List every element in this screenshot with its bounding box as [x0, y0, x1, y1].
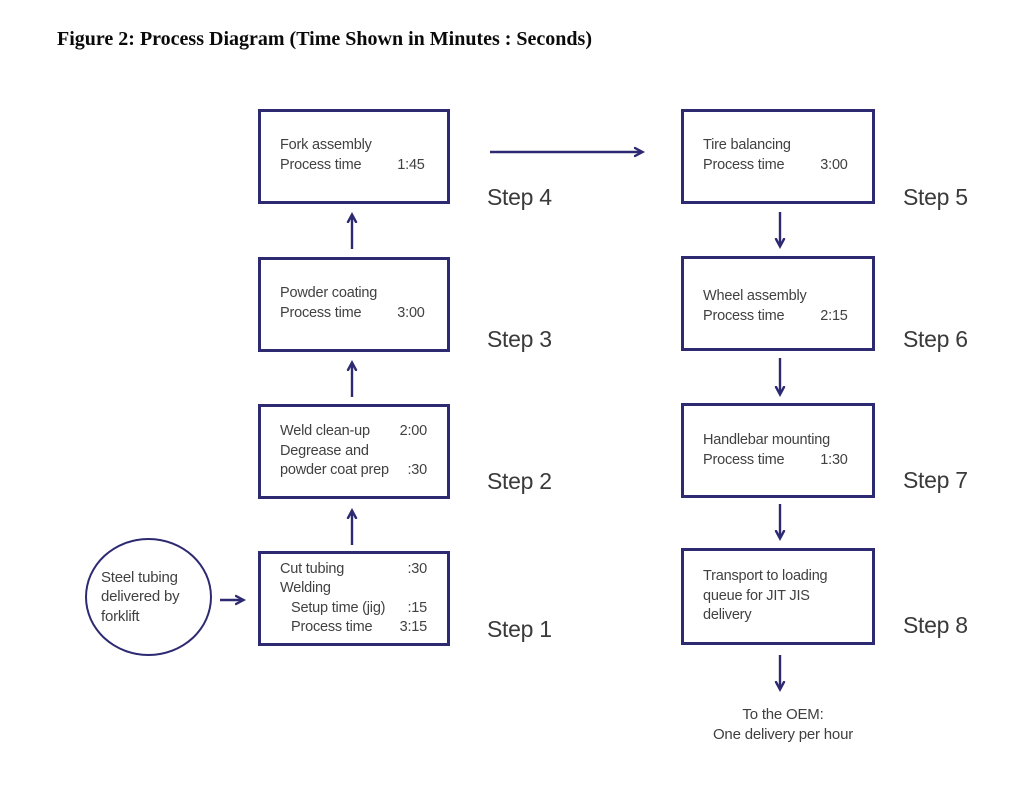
time-value: :30 [407, 462, 427, 479]
step-label-6: Step 6 [903, 326, 968, 352]
terminal-line: One delivery per hour [712, 726, 854, 743]
process-line: Tire balancing [703, 137, 791, 153]
process-line: powder coat prep :30 [280, 461, 427, 481]
step-label-3: Step 3 [487, 326, 552, 352]
step-label-7: Step 7 [903, 467, 968, 493]
time-value: 1:45 [397, 156, 425, 173]
process-box-step-4-text: Fork assembly Process time 1:45 [261, 112, 447, 225]
process-line: Process time 2:15 [703, 307, 852, 327]
source-line: Steel tubing [101, 568, 178, 586]
step-label-4: Step 4 [487, 184, 552, 210]
process-line: Process time 1:30 [703, 451, 852, 471]
process-box-step-2-text: Weld clean-up 2:00 Degrease and powder c… [261, 407, 447, 496]
process-box-step-7-text: Handlebar mounting Process time 1:30 [684, 406, 872, 495]
process-box-step-7: Handlebar mounting Process time 1:30 [681, 403, 875, 498]
time-value: :15 [407, 599, 427, 616]
time-value: :30 [407, 560, 427, 577]
process-box-step-1: Cut tubing :30 Welding Setup time (jig) … [258, 551, 450, 646]
process-line: delivery [703, 607, 752, 624]
task-label: Process time [291, 619, 373, 635]
task-label: Weld clean-up [280, 423, 370, 440]
time-value: 3:00 [397, 304, 425, 321]
process-line: Wheel assembly [703, 288, 807, 304]
task-label: powder coat prep [280, 462, 389, 479]
task-label: Process time [703, 451, 785, 468]
terminal-oem-text: To the OEM: One delivery per hour [669, 705, 897, 745]
process-line: Cut tubing :30 [280, 560, 427, 580]
task-label: Setup time (jig) [291, 599, 386, 616]
process-line: Weld clean-up 2:00 [280, 422, 427, 442]
task-label: Process time [703, 307, 785, 324]
process-line: Degrease and [280, 442, 369, 459]
process-box-step-6-text: Wheel assembly Process time 2:15 [684, 259, 872, 376]
process-box-step-6: Wheel assembly Process time 2:15 [681, 256, 875, 351]
task-label: Cut tubing [280, 560, 345, 577]
time-value: 2:15 [820, 307, 848, 324]
process-line: queue for JIT JIS [703, 587, 810, 604]
process-box-step-1-text: Cut tubing :30 Welding Setup time (jig) … [261, 554, 447, 643]
process-box-step-8: Transport to loading queue for JIT JIS d… [681, 548, 875, 645]
process-box-step-8-text: Transport to loading queue for JIT JIS d… [684, 551, 872, 642]
time-value: 2:00 [399, 423, 428, 440]
task-label: Process time [703, 156, 785, 173]
terminal-line: To the OEM: [742, 706, 824, 723]
step-label-8: Step 8 [903, 612, 968, 638]
figure-title: Figure 2: Process Diagram (Time Shown in… [57, 28, 592, 50]
task-label: Process time [280, 156, 362, 173]
time-value: 1:30 [820, 451, 848, 468]
step-label-5: Step 5 [903, 184, 968, 210]
process-box-step-4: Fork assembly Process time 1:45 [258, 109, 450, 204]
process-line: Powder coating [280, 285, 378, 301]
time-value: 3:00 [820, 156, 848, 173]
process-line: Handlebar mounting [703, 432, 830, 448]
process-box-step-5-text: Tire balancing Process time 3:00 [684, 112, 872, 225]
process-line: Process time 3:00 [703, 156, 852, 176]
source-node-text: Steel tubing delivered by forklift [87, 568, 180, 627]
process-line: Fork assembly [280, 137, 372, 153]
process-box-step-3-text: Powder coating Process time 3:00 [261, 260, 447, 373]
process-line: Welding [280, 580, 331, 596]
source-line: forklift [101, 607, 140, 625]
task-label: Process time [280, 304, 362, 321]
process-line: Transport to loading [703, 568, 828, 585]
time-value: 3:15 [399, 619, 428, 635]
process-line: Setup time (jig) :15 [280, 599, 427, 619]
step-label-2: Step 2 [487, 468, 552, 494]
step-label-1: Step 1 [487, 616, 552, 642]
process-line: Process time 3:00 [280, 304, 427, 324]
process-box-step-2: Weld clean-up 2:00 Degrease and powder c… [258, 404, 450, 499]
source-node-steel-tubing: Steel tubing delivered by forklift [85, 538, 212, 656]
process-line: Process time 1:45 [280, 156, 427, 176]
source-line: delivered by [101, 588, 180, 606]
process-line: Process time 3:15 [280, 618, 427, 638]
process-box-step-5: Tire balancing Process time 3:00 [681, 109, 875, 204]
process-box-step-3: Powder coating Process time 3:00 [258, 257, 450, 352]
